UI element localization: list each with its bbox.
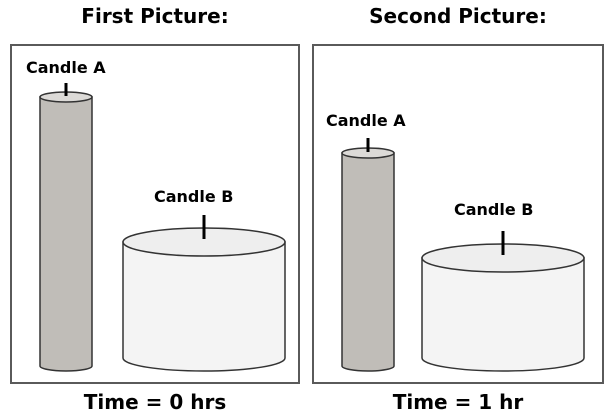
candle-b bbox=[122, 215, 286, 372]
candle-a bbox=[39, 83, 93, 372]
candle-b bbox=[421, 231, 585, 372]
candle-a-label: Candle A bbox=[326, 111, 406, 130]
second-picture-heading: Second Picture: bbox=[369, 4, 547, 28]
candle-b-body bbox=[122, 241, 286, 372]
first-picture-time-caption: Time = 0 hrs bbox=[83, 390, 227, 414]
second-picture-panel: Candle A Candle B bbox=[312, 44, 604, 384]
candle-b-label: Candle B bbox=[454, 200, 533, 219]
candle-a-body bbox=[39, 96, 93, 372]
candle-a bbox=[341, 138, 395, 372]
candle-b-label: Candle B bbox=[154, 187, 233, 206]
candle-a-body bbox=[341, 152, 395, 372]
second-picture-scene: Candle A Candle B bbox=[326, 111, 585, 372]
first-picture-panel: Candle A Candle B bbox=[10, 44, 300, 384]
second-picture-time-caption: Time = 1 hr bbox=[392, 390, 524, 414]
candle-b-body bbox=[421, 257, 585, 372]
first-picture-scene: Candle A Candle B bbox=[26, 58, 286, 372]
candle-a-label: Candle A bbox=[26, 58, 106, 77]
first-picture-heading: First Picture: bbox=[81, 4, 229, 28]
